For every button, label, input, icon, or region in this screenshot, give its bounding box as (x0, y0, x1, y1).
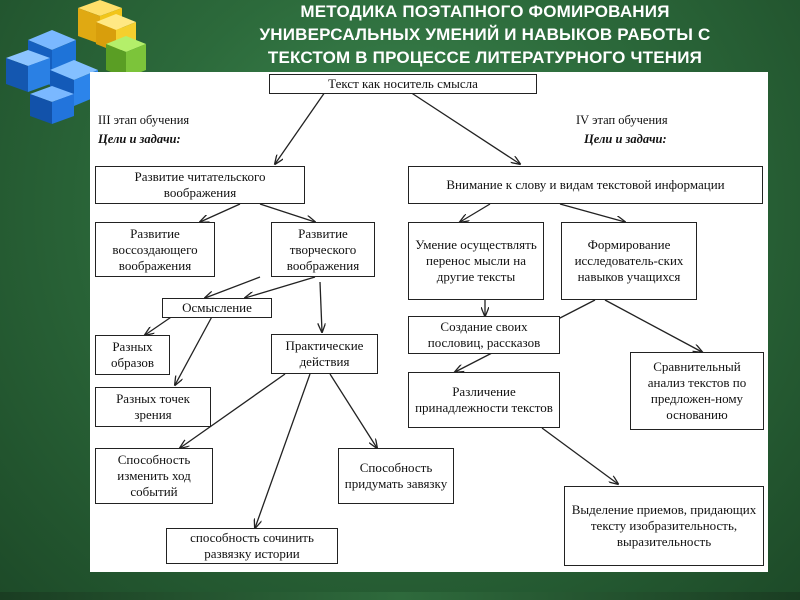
node-comparative-analysis: Сравнительный анализ текстов по предложе… (630, 352, 764, 430)
node-comprehension: Осмысление (162, 298, 272, 318)
flowchart: Текст как носитель смысла III этап обуче… (90, 72, 768, 572)
node-recreative-imagination: Развитие воссоздающего воображения (95, 222, 215, 277)
node-points-of-view: Разных точек зрения (95, 387, 211, 427)
slide-title-line: ТЕКСТОМ В ПРОЦЕССЕ ЛИТЕРАТУРНОГО ЧТЕНИЯ (267, 48, 703, 67)
node-word-attention: Внимание к слову и видам текстовой инфор… (408, 166, 763, 204)
node-transfer-thought: Умение осуществлять перенос мысли на дру… (408, 222, 544, 300)
slide-title-line: МЕТОДИКА ПОЭТАПНОГО ФОМИРОВАНИЯ (300, 2, 670, 21)
node-root: Текст как носитель смысла (269, 74, 537, 94)
node-research-skills: Формирование исследователь-ских навыков … (561, 222, 697, 300)
stage-3-label: III этап обучения (98, 113, 190, 127)
node-practical-actions: Практические действия (271, 334, 378, 374)
node-change-course: Способность изменить ход событий (95, 448, 213, 504)
colored-cubes-icon (6, 0, 146, 124)
node-own-proverbs: Создание своих пословиц, рассказов (408, 316, 560, 354)
stage-3-goals: Цели и задачи: (98, 132, 181, 146)
node-different-images: Разных образов (95, 335, 170, 375)
slide-footer-bar (0, 592, 800, 600)
node-reader-imagination: Развитие читательского воображения (95, 166, 305, 204)
stage-4-label: IV этап обучения (576, 113, 668, 127)
slide-title: МЕТОДИКА ПОЭТАПНОГО ФОМИРОВАНИЯ УНИВЕРСА… (170, 0, 800, 69)
slide-title-line: УНИВЕРСАЛЬНЫХ УМЕНИЙ И НАВЫКОВ РАБОТЫ С (259, 25, 711, 44)
stage-4-goals: Цели и задачи: (584, 132, 667, 146)
node-expressive-means: Выделение приемов, придающих тексту изоб… (564, 486, 764, 566)
node-creative-imagination: Развитие творческого воображения (271, 222, 375, 277)
node-invent-plot: Способность придумать завязку (338, 448, 454, 504)
node-compose-ending: способность сочинить развязку истории (166, 528, 338, 564)
node-text-belonging: Различение принадлежности текстов (408, 372, 560, 428)
